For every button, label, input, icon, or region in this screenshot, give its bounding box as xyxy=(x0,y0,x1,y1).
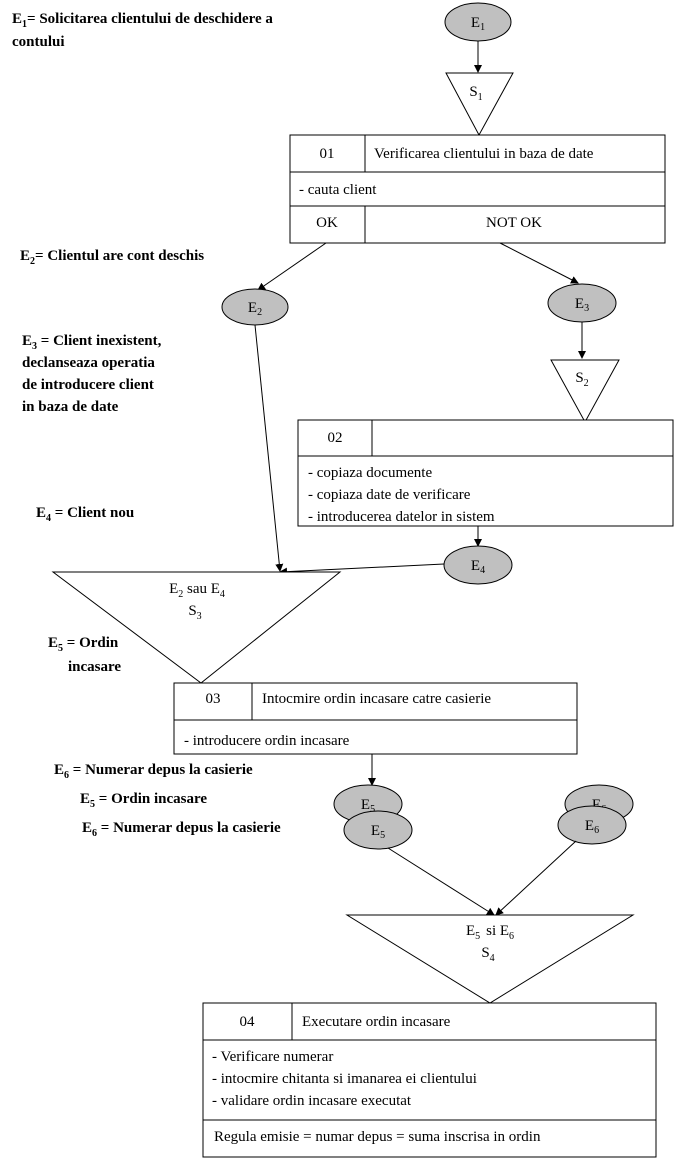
process-04-op-1: - Verificare numerar xyxy=(212,1049,333,1065)
arrow-e6-s4 xyxy=(495,840,577,916)
process-01-ok: OK xyxy=(316,215,338,231)
label-e3-line4: in baza de date xyxy=(22,399,119,415)
event-node-e3: E3 xyxy=(547,283,617,323)
label-e1-line2: contului xyxy=(12,34,65,50)
state-s1: S1 xyxy=(445,72,514,137)
process-04-op-2: - intocmire chitanta si imanarea ei clie… xyxy=(212,1071,477,1087)
label-e3-line2: declanseaza operatia xyxy=(22,355,155,371)
process-03-title: Intocmire ordin incasare catre casierie xyxy=(262,691,491,707)
process-box-03: 03 Intocmire ordin incasare catre casier… xyxy=(173,682,578,755)
label-e6-a: E6 = Numerar depus la casierie xyxy=(54,762,253,781)
process-01-id: 01 xyxy=(320,146,335,162)
svg-text:S1: S1 xyxy=(469,84,482,103)
label-e1-line1: E1= Solicitarea clientului de deschidere… xyxy=(12,11,273,30)
svg-text:E5: E5 xyxy=(371,823,385,841)
process-01-op: - cauta client xyxy=(299,182,377,198)
process-03-id: 03 xyxy=(206,691,221,707)
arrow-e5-s4 xyxy=(387,847,495,916)
state-s2: S2 xyxy=(550,359,620,424)
process-01-title: Verificarea clientului in baza de date xyxy=(374,146,594,162)
process-box-02: 02 - copiaza documente - copiaza date de… xyxy=(297,419,674,527)
label-e6-b: E6 = Numerar depus la casierie xyxy=(82,820,281,839)
svg-text:E1: E1 xyxy=(471,15,485,33)
process-02-op-2: - copiaza date de verificare xyxy=(308,487,471,503)
event-node-e1: E1 xyxy=(444,2,512,42)
arrow-ok-e2 xyxy=(257,242,327,291)
event-node-e6: E6 xyxy=(557,805,627,845)
label-e3-line1: E3 = Client inexistent, xyxy=(22,333,162,352)
state-s3: E2 sau E4 S3 xyxy=(51,571,342,684)
process-04-id: 04 xyxy=(240,1014,256,1030)
event-node-e2: E2 xyxy=(221,288,289,326)
arrow-e2-s3 xyxy=(254,324,284,572)
process-box-04: 04 Executare ordin incasare - Verificare… xyxy=(202,1002,657,1158)
arrow-e4-s3 xyxy=(279,563,445,576)
svg-text:S2: S2 xyxy=(575,370,588,389)
process-04-op-3: - validare ordin incasare executat xyxy=(212,1093,412,1109)
svg-text:S4: S4 xyxy=(481,945,494,964)
process-04-title: Executare ordin incasare xyxy=(302,1014,451,1030)
process-04-rule: Regula emisie = numar depus = suma inscr… xyxy=(214,1129,541,1145)
svg-text:E2 sau E4: E2 sau E4 xyxy=(169,581,225,600)
label-e5-b: E5 = Ordin incasare xyxy=(80,791,207,810)
label-e4: E4 = Client nou xyxy=(36,505,134,524)
label-e5-line1: E5 = Ordin xyxy=(48,635,119,654)
process-02-op-1: - copiaza documente xyxy=(308,465,432,481)
process-02-op-3: - introducerea datelor in sistem xyxy=(308,509,495,525)
event-node-e4: E4 xyxy=(443,545,513,585)
svg-text:E2: E2 xyxy=(248,300,262,318)
label-e3-line3: de introducere client xyxy=(22,377,154,393)
svg-text:E6: E6 xyxy=(585,818,599,836)
label-e2: E2= Clientul are cont deschis xyxy=(20,248,204,267)
process-03-op: - introducere ordin incasare xyxy=(184,733,350,749)
svg-text:E3: E3 xyxy=(575,296,589,314)
svg-text:S3: S3 xyxy=(188,603,201,622)
label-e5-line2: incasare xyxy=(68,659,121,675)
arrow-notok-e3 xyxy=(499,242,579,284)
svg-text:E4: E4 xyxy=(471,558,485,576)
process-01-not-ok: NOT OK xyxy=(486,215,542,231)
event-node-e5: E5 xyxy=(343,810,413,850)
svg-text:E5: E5 xyxy=(361,797,375,815)
process-box-01: 01 Verificarea clientului in baza de dat… xyxy=(289,134,666,244)
process-02-id: 02 xyxy=(328,430,343,446)
